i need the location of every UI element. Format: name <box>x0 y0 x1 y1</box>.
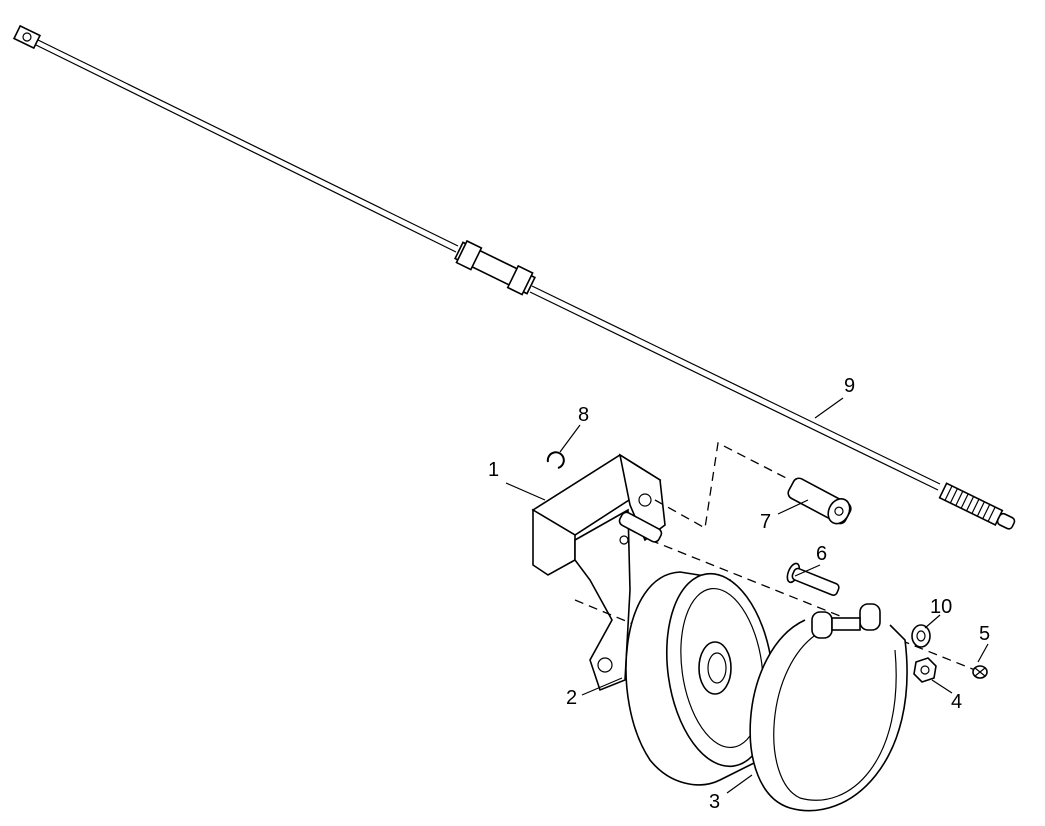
callout-washer: 10 <box>930 596 952 618</box>
cotter-pin <box>972 665 988 679</box>
alignment-line <box>654 442 791 530</box>
callout-cable: 9 <box>844 375 855 397</box>
brake-band <box>749 603 908 812</box>
callout-pin: 6 <box>816 543 827 565</box>
cable-adjuster <box>454 239 536 296</box>
callout-brake-band: 3 <box>709 791 720 813</box>
washer <box>911 624 931 648</box>
cable-end-fitting <box>12 24 42 50</box>
callout-pulley: 2 <box>566 687 577 709</box>
pulley <box>625 571 775 786</box>
callout-nut: 4 <box>951 691 962 713</box>
callout-clevis: 7 <box>760 511 771 533</box>
cable-assembly <box>12 24 1016 530</box>
bracket-stud <box>618 511 663 543</box>
pin <box>786 562 840 597</box>
clevis <box>787 477 852 525</box>
callout-e-clip: 8 <box>578 404 589 426</box>
leader-lines <box>505 397 989 794</box>
nut <box>913 657 937 683</box>
callout-bracket: 1 <box>488 459 499 481</box>
bracket <box>531 453 666 692</box>
e-clip <box>546 451 565 469</box>
cable-spring <box>938 482 1016 530</box>
cable-end-eye <box>22 32 32 42</box>
callout-cotter-pin: 5 <box>979 623 990 645</box>
